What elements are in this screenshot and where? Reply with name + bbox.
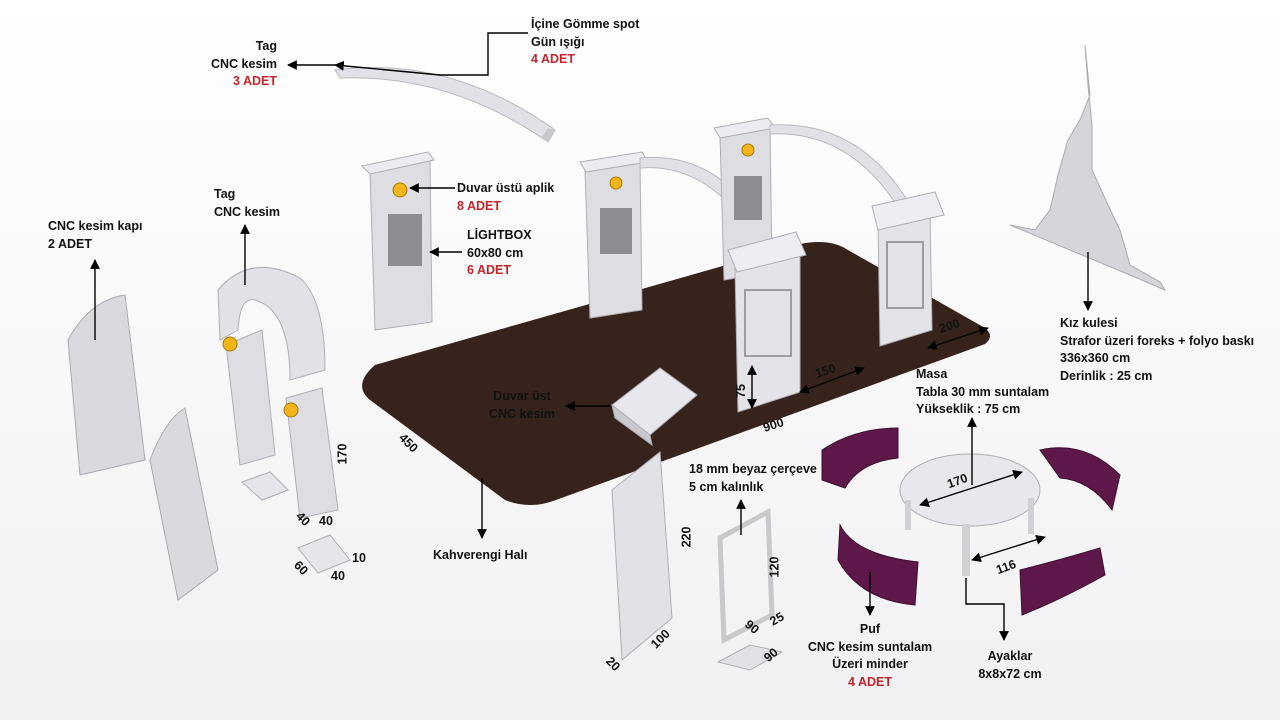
spot-line1: İçine Gömme spot <box>531 17 640 31</box>
spot-line2: Gün ışığı <box>531 34 585 49</box>
door-label: CNC kesim kapı 2 ADET <box>48 218 142 253</box>
brown-carpet <box>362 242 991 505</box>
dimension-lines <box>747 326 1046 563</box>
tower-line1: Kız kulesi <box>1060 316 1118 330</box>
lightbox-line2: 60x80 cm <box>467 245 524 260</box>
tower-line2: Strafor üzeri foreks + folyo baskı <box>1060 333 1255 348</box>
tag-top-line2: CNC kesim <box>211 56 277 71</box>
dim-40-b: 40 <box>319 514 333 528</box>
carpet-label: Kahverengi Halı <box>433 547 527 565</box>
front-column-left <box>727 231 807 413</box>
standing-panel <box>611 451 673 662</box>
callout-arrows <box>90 32 1093 641</box>
tag-left-line2: CNC kesim <box>214 204 280 219</box>
aplik-qty: 8 ADET <box>457 198 501 213</box>
tag-top-label: Tag CNC kesim 3 ADET <box>200 38 277 91</box>
lightbox-label: LİGHTBOX 60x80 cm 6 ADET <box>467 227 532 280</box>
lightbox-qty: 6 ADET <box>467 263 511 277</box>
dim-40-c: 40 <box>331 569 345 583</box>
arch-tag-top <box>334 67 556 143</box>
legs-label: Ayaklar 8x8x72 cm <box>970 648 1050 683</box>
table-line2: Tabla 30 mm suntalam <box>916 384 1050 399</box>
dim-10: 10 <box>352 551 366 565</box>
legs-line1: Ayaklar <box>987 649 1033 663</box>
table-line3: Yükseklik : 75 cm <box>916 402 1021 416</box>
puf-label: Puf CNC kesim suntalam Üzeri minder 4 AD… <box>800 621 940 691</box>
tower-label: Kız kulesi Strafor üzeri foreks + folyo … <box>1060 315 1254 385</box>
table-line1: Masa <box>916 367 948 381</box>
left-tag-and-columns <box>217 266 351 574</box>
dim-220: 220 <box>679 526 694 548</box>
frame-label: 18 mm beyaz çerçeve 5 cm kalınlık <box>689 461 817 496</box>
frame-line1: 18 mm beyaz çerçeve <box>689 462 817 476</box>
puf-qty: 4 ADET <box>848 674 892 689</box>
puf-line3: Üzeri minder <box>832 657 908 671</box>
aplik-line1: Duvar üstü aplik <box>457 181 555 195</box>
wall-top-label: Duvar üst CNC kesim <box>480 388 564 423</box>
dim-120: 120 <box>767 556 782 578</box>
tower-line3: 336x360 cm <box>1060 351 1131 365</box>
tag-left-label: Tag CNC kesim <box>214 186 280 221</box>
wall-top-line2: CNC kesim <box>489 406 555 421</box>
tag-top-line1: Tag <box>255 39 277 53</box>
aplik-label: Duvar üstü aplik 8 ADET <box>457 180 554 215</box>
door-panels <box>67 294 219 601</box>
spot-label: İçine Gömme spot Gün ışığı 4 ADET <box>531 16 639 69</box>
lightbox-panel <box>360 151 435 331</box>
front-column-right <box>871 191 945 347</box>
table-label: Masa Tabla 30 mm suntalam Yükseklik : 75… <box>916 366 1049 419</box>
puf-line2: CNC kesim suntalam <box>807 639 933 654</box>
tag-top-qty: 3 ADET <box>233 74 277 88</box>
tower-line4: Derinlik : 25 cm <box>1060 368 1153 383</box>
tag-left-line1: Tag <box>214 187 236 201</box>
door-line2: 2 ADET <box>48 236 92 251</box>
puf-line1: Puf <box>859 622 881 636</box>
carpet-line1: Kahverengi Halı <box>433 548 528 562</box>
lightbox-line1: LİGHTBOX <box>467 228 532 242</box>
legs-line2: 8x8x72 cm <box>978 666 1042 681</box>
wall-top-block <box>611 367 698 447</box>
door-line1: CNC kesim kapı <box>48 219 143 233</box>
dim-170-column: 170 <box>335 443 350 465</box>
maiden-tower-silhouette <box>1009 44 1167 292</box>
white-frame <box>716 507 784 671</box>
dim-75: 75 <box>733 384 748 398</box>
spot-qty: 4 ADET <box>531 52 575 66</box>
frame-line2: 5 cm kalınlık <box>689 479 764 494</box>
wall-top-line1: Duvar üst <box>493 389 551 403</box>
